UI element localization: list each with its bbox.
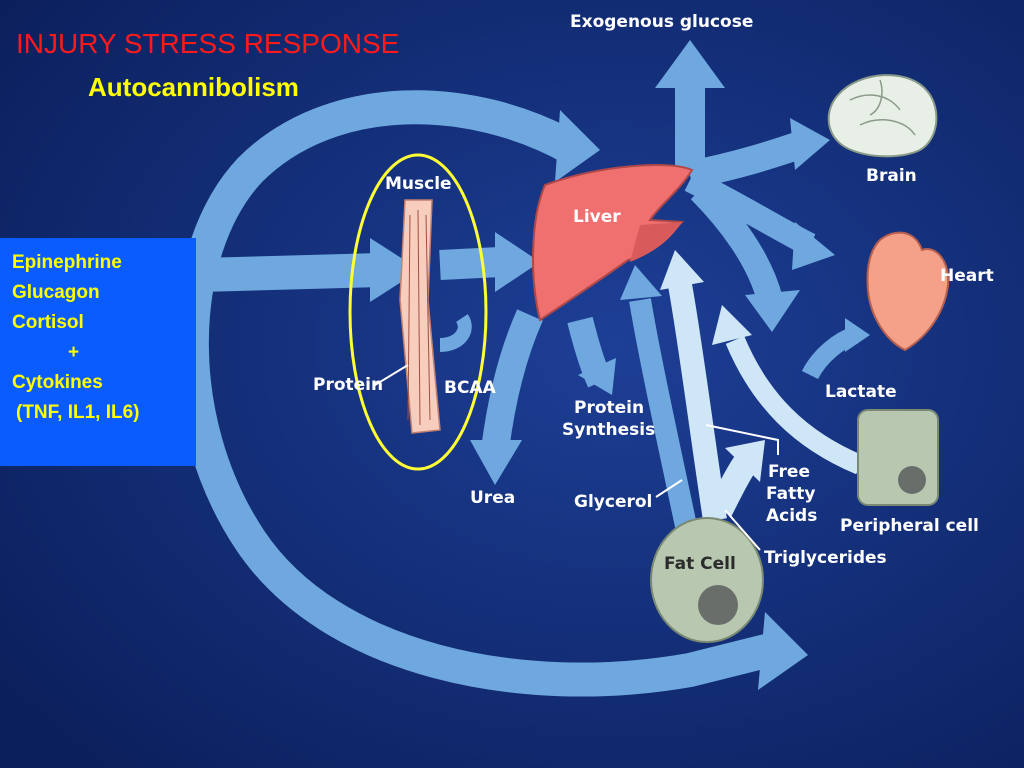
label-lactate: Lactate (825, 382, 897, 402)
glycerol-to-liver-arrow (629, 298, 701, 548)
fat-cell-nucleus (698, 585, 738, 625)
title: INJURY STRESS RESPONSE (16, 28, 400, 59)
label-ffa-line2: Fatty (766, 484, 816, 504)
label-exogenous-glucose: Exogenous glucose (570, 12, 754, 32)
muscle-liver-arrowhead (495, 232, 540, 292)
arc-arrowhead-liver (555, 110, 600, 182)
hormone-to-muscle-arrow (199, 253, 381, 292)
liver-to-periphery-arrow (690, 180, 783, 304)
hormone-arrowhead (370, 238, 420, 302)
label-ffa-line1: Free (768, 462, 810, 482)
peripheral-cell-shape (857, 409, 939, 506)
hormone-glucagon: Glucagon (12, 282, 100, 303)
heart-shape (866, 231, 950, 352)
triglyceride-pointer (724, 509, 761, 551)
label-triglycerides: Triglycerides (764, 548, 887, 568)
periphery-arrowhead (745, 290, 800, 332)
fat-cell-shape (650, 517, 764, 643)
lactate-return-arrowhead (712, 305, 752, 345)
bcaa-hook (439, 314, 472, 352)
ffa-liver-arrowhead (660, 250, 704, 290)
label-heart: Heart (940, 266, 994, 286)
label-brain: Brain (866, 166, 917, 186)
ffa-pointer (705, 424, 779, 455)
label-peripheral-cell: Peripheral cell (840, 516, 979, 536)
liver-to-urea-arrow (481, 309, 543, 452)
brain-arrowhead (790, 118, 830, 170)
brain-shape (827, 74, 938, 158)
hormone-cortisol: Cortisol (12, 312, 84, 333)
liver-to-brain-arrow (687, 131, 805, 189)
hormone-cytokines: Cytokines (12, 372, 103, 393)
fatcell-ffa-arrowhead (725, 440, 765, 482)
liver-lobe (630, 222, 682, 262)
exogenous-arrowhead (655, 40, 725, 88)
urea-arrowhead (470, 440, 522, 485)
protein-synthesis-arrowhead (578, 358, 616, 395)
heart-arrowhead (792, 222, 835, 270)
lactate-heart-arrowhead (845, 318, 870, 352)
label-protein: Protein (313, 375, 384, 395)
peripheral-cell-nucleus (898, 466, 926, 494)
hormone-plus: + (68, 342, 80, 363)
label-bcaa: BCAA (444, 378, 496, 398)
label-ffa-line3: Acids (766, 506, 818, 526)
label-protein-synthesis-line1: Protein (574, 398, 645, 418)
glycerol-pointer (655, 479, 683, 498)
brain-folds (849, 79, 916, 136)
ffa-to-liver-arrow (668, 282, 727, 522)
hormone-epinephrine: Epinephrine (12, 252, 122, 273)
label-muscle: Muscle (385, 174, 452, 194)
label-protein-synthesis-line2: Synthesis (562, 420, 656, 440)
subtitle: Autocannibolism (88, 72, 299, 102)
lactate-return-arrow (725, 336, 864, 475)
protein-pointer (374, 364, 409, 386)
hormone-box: Epinephrine Glucagon Cortisol + Cytokine… (0, 238, 196, 466)
label-fat-cell: Fat Cell (664, 554, 736, 574)
glycerol-arrowhead (620, 265, 662, 300)
hormone-cytokine-list: (TNF, IL1, IL6) (16, 402, 140, 423)
label-liver: Liver (573, 207, 621, 227)
muscle-highlight-ellipse (348, 153, 488, 471)
muscle-fibers (407, 209, 431, 426)
label-glycerol: Glycerol (574, 492, 653, 512)
muscle-to-liver-arrow (439, 247, 501, 280)
label-urea: Urea (470, 488, 516, 508)
arc-arrowhead-fat (758, 612, 808, 690)
